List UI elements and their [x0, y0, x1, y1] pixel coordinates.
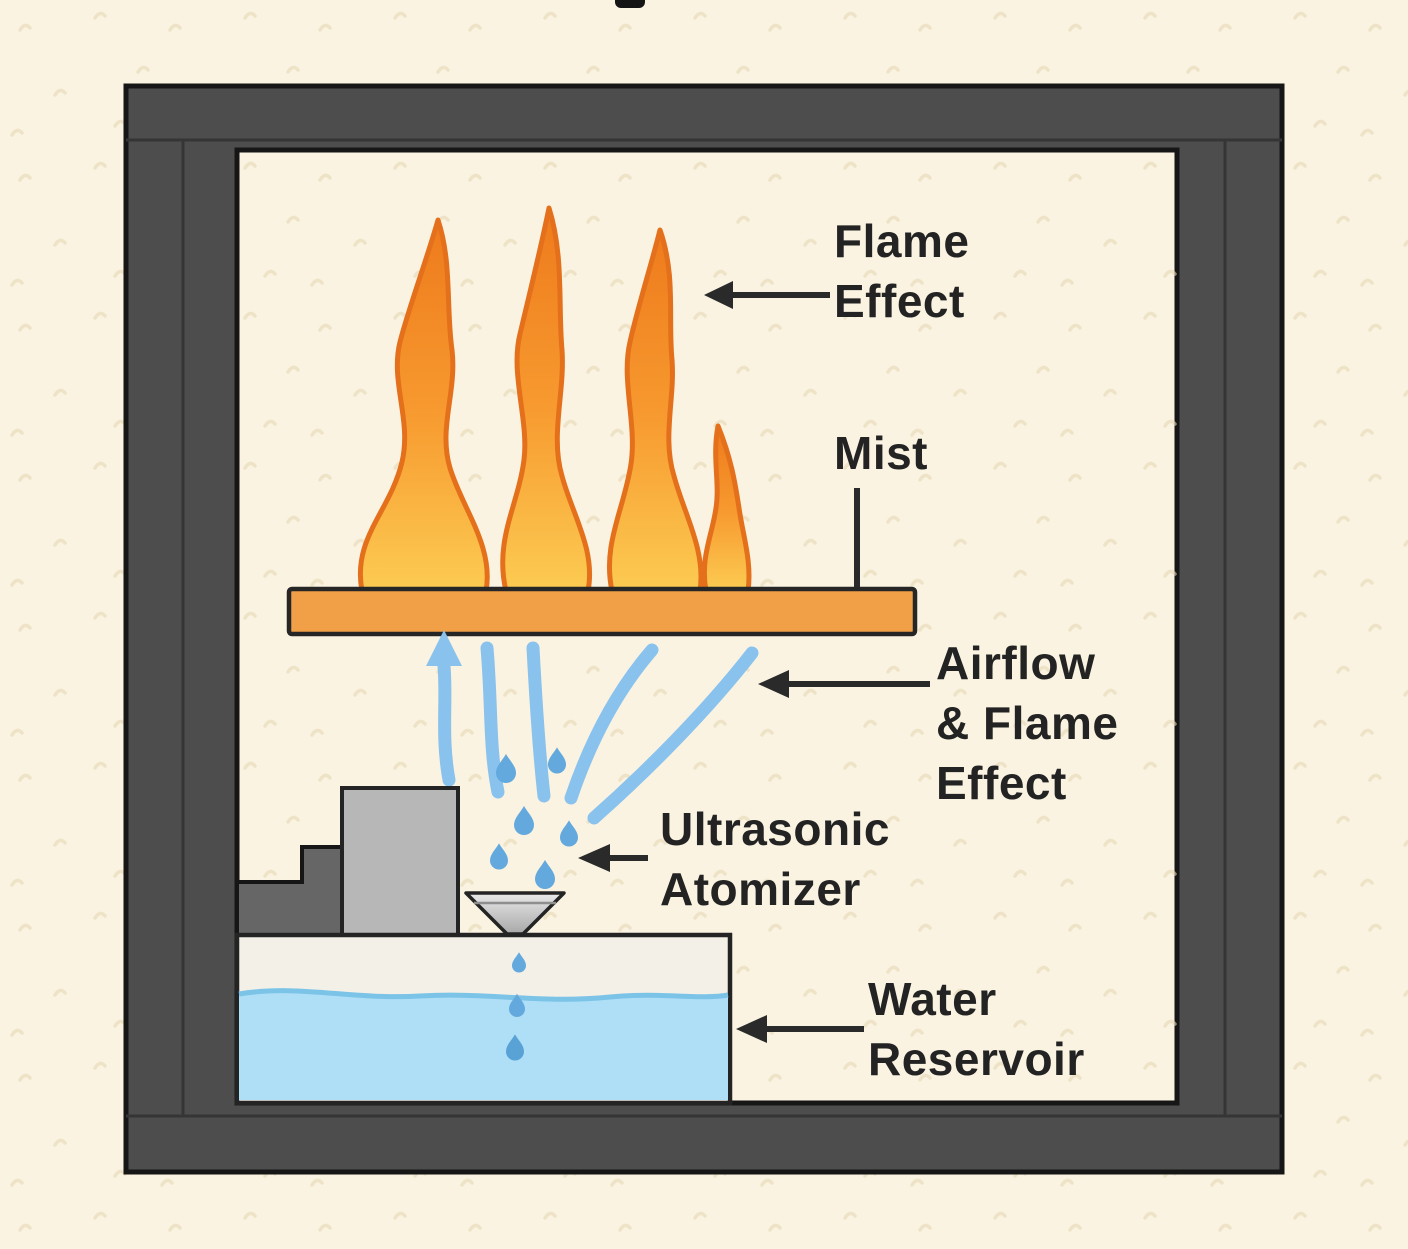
mist-stream: [437, 659, 456, 787]
reservoir-pointer: [736, 1015, 864, 1043]
label-flame-effect: Flame Effect: [834, 215, 970, 327]
atomizer-pointer: [578, 844, 648, 872]
mist-stream: [587, 646, 759, 825]
flame-effect-pointer: [704, 281, 830, 309]
mist-stream: [564, 643, 659, 805]
airflow-pointer: [758, 670, 930, 698]
flame-group: [358, 205, 752, 594]
flame-tongue: [358, 217, 490, 594]
flame-tongue: [701, 423, 752, 594]
top-crop-mark: [615, 0, 645, 8]
mist-stream: [480, 641, 505, 799]
water-reservoir: [234, 932, 733, 1106]
arrow-left-icon: [758, 670, 789, 698]
label-ultrasonic-atomizer: Ultrasonic Atomizer: [660, 803, 890, 915]
arrow-left-icon: [704, 281, 733, 309]
flame-effect-bar: [286, 586, 918, 637]
label-pointers: [578, 281, 930, 1043]
label-mist: Mist: [834, 427, 928, 479]
mist-arrowhead-up-icon: [426, 630, 462, 666]
flame-tongue: [606, 227, 704, 594]
arrow-left-icon: [736, 1015, 767, 1043]
flame-tongue: [500, 205, 593, 594]
reservoir-water: [239, 990, 728, 1100]
label-airflow-flame-effect: Airflow & Flame Effect: [936, 637, 1119, 809]
arrow-left-icon: [578, 844, 610, 872]
atomizer-unit: [340, 786, 460, 937]
mist-stream: [526, 641, 551, 803]
label-water-reservoir: Water Reservoir: [868, 973, 1085, 1085]
mist-airflow-arrows: [437, 641, 759, 825]
water-surface-line: [238, 988, 729, 1002]
